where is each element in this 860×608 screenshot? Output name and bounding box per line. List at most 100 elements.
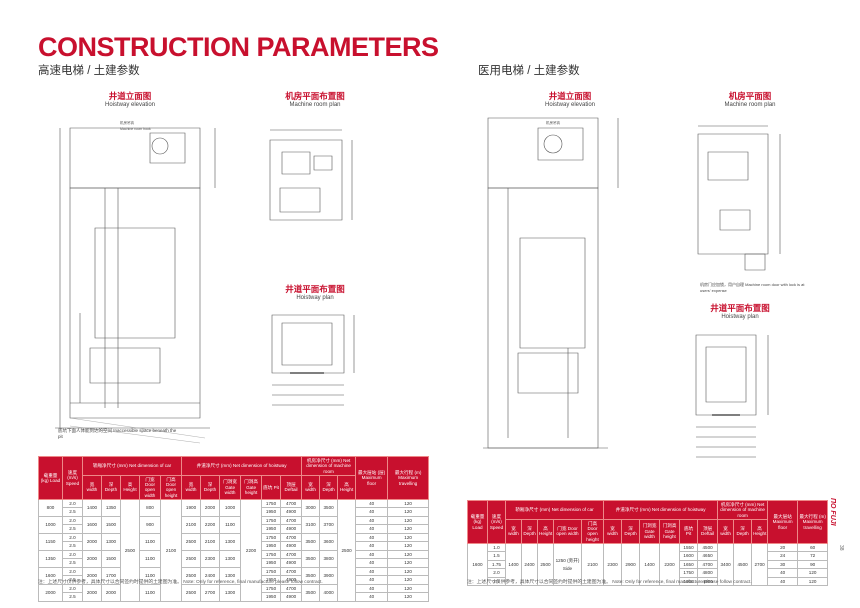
table-cell-hw: 2500 xyxy=(181,583,202,602)
table-cell-mw: 3500 xyxy=(301,532,321,551)
right-spec-table: 载重量 (kg) Load 速度 (m/s) Speed 轿厢净尺寸 (mm) … xyxy=(467,500,829,587)
table-cell-door_w: 900 xyxy=(139,515,161,534)
table-cell-top: 4900 xyxy=(280,507,303,517)
page-number: 38 xyxy=(838,545,844,551)
table-cell-top: 4700 xyxy=(697,559,719,570)
table-cell-speed: 2.0 xyxy=(62,515,83,526)
left-mr-heading: 机房平面布置图 Machine room plan xyxy=(255,90,375,108)
table-cell-top: 4650 xyxy=(697,551,719,561)
table-cell-md: 4000 xyxy=(319,583,339,602)
right-subheader-cell: 宽 width xyxy=(717,518,735,544)
right-elevation-title-en: Hoistway elevation xyxy=(544,102,596,108)
table-cell-top: 4900 xyxy=(280,524,303,534)
table-cell-floor: 30 xyxy=(767,559,799,570)
table-cell-pit: 1950 xyxy=(261,507,282,517)
table-cell-travel: 120 xyxy=(387,541,430,551)
right-th-floor: 最大层站 Maximum floor xyxy=(767,500,799,544)
table-cell-hd: 2300 xyxy=(200,549,221,568)
right-th-load: 载重量 (kg) Load xyxy=(467,500,488,544)
right-subheader-cell: 底坑 Pit xyxy=(679,518,699,544)
left-subheader-cell: 门宽 Door open width xyxy=(139,474,161,500)
table-cell-speed: 1.75 xyxy=(487,559,506,570)
table-cell-travel: 120 xyxy=(797,576,829,587)
right-subtitle: 医用电梯 / 土建参数 xyxy=(478,65,580,77)
table-cell-travel: 60 xyxy=(797,542,829,553)
left-subheader-cell: 高 Height xyxy=(337,474,357,500)
left-th-machine-room: 机房净尺寸 (mm) Net dimension of machine room xyxy=(301,456,357,476)
right-th-speed: 速度 (m/s) Speed xyxy=(487,500,506,544)
left-subheader-cell: 宽 width xyxy=(82,474,102,500)
table-cell-top: 4700 xyxy=(280,498,303,509)
table-cell-speed: 2.5 xyxy=(62,507,83,517)
table-cell-pit: 1950 xyxy=(261,558,282,568)
left-subheader-cell: 宽 width xyxy=(301,474,321,500)
table-cell-door_h: 2100 xyxy=(580,542,605,587)
table-cell-top: 4700 xyxy=(280,583,303,594)
right-hp-heading: 井道平面布置图 Hoistway plan xyxy=(685,302,795,320)
table-cell-gw: 1100 xyxy=(219,515,242,534)
brand-logo: ПО FUJI xyxy=(829,498,836,526)
right-subheader-cell: 门高 Door open height xyxy=(580,518,605,544)
table-cell-speed: 2.5 xyxy=(62,592,83,602)
left-subheader-cell: 深 Depth xyxy=(200,474,221,500)
table-cell-top: 4700 xyxy=(280,532,303,543)
table-cell-load: 800 xyxy=(38,498,63,517)
right-th-car: 轿厢净尺寸 (mm) Net dimension of car xyxy=(504,500,605,520)
left-th-hoistway: 井道净尺寸 (mm) Net dimension of hoistway xyxy=(181,456,303,476)
right-elevation-drawing: 机房吊钩 xyxy=(478,108,648,463)
table-cell-top: 4700 xyxy=(280,549,303,560)
left-hp-drawing xyxy=(262,305,372,425)
left-subheader-cell: 门洞高 Gate height xyxy=(240,474,263,500)
table-cell-hw: 2500 xyxy=(181,549,202,568)
left-hp-title-cn: 井道平面布置图 xyxy=(285,284,345,294)
table-cell-speed: 2.0 xyxy=(62,583,83,594)
table-cell-cd: 1500 xyxy=(101,515,121,534)
table-cell-pit: 1750 xyxy=(261,549,282,560)
table-cell-load: 2000 xyxy=(38,583,63,602)
table-cell-floor: 40 xyxy=(767,568,799,578)
left-elevation-heading: 井道立面图 Hoistway elevation xyxy=(60,90,200,108)
table-cell-cd: 1350 xyxy=(101,498,121,517)
table-cell-top: 4900 xyxy=(697,576,719,587)
table-cell-travel: 120 xyxy=(387,566,430,577)
left-subtitle: 高速电梯 / 土建参数 xyxy=(38,65,140,77)
table-cell-mw: 3400 xyxy=(717,542,735,587)
table-cell-door-height: 2100 xyxy=(159,498,183,602)
right-mr-title-en: Machine room plan xyxy=(724,102,776,108)
table-cell-pit: 1750 xyxy=(679,568,699,578)
table-cell-speed: 1.5 xyxy=(487,551,506,561)
table-cell-cw: 2000 xyxy=(82,583,102,602)
table-cell-mr-height: 2500 xyxy=(337,498,357,602)
table-cell-car-height: 2500 xyxy=(120,498,140,602)
table-cell-speed: 2.0 xyxy=(62,549,83,560)
right-hp-drawing xyxy=(690,325,800,470)
right-mr-heading: 机房平面图 Machine room plan xyxy=(695,90,805,108)
table-cell-hw: 2100 xyxy=(181,515,202,534)
right-subheader-cell: 深 Depth xyxy=(733,518,753,544)
table-cell-travel: 120 xyxy=(387,583,430,594)
right-mr-note: 机房门应加锁，用户自理 Machine room door with lock … xyxy=(700,282,805,293)
left-subheader-cell: 高 Height xyxy=(120,474,140,500)
left-elevation-title-en: Hoistway elevation xyxy=(104,102,156,108)
left-subheader-cell: 门高 Door open height xyxy=(159,474,183,500)
page-title: CONSTRUCTION PARAMETERS xyxy=(38,32,439,62)
table-cell-door_w: 1250 (旁开) Side xyxy=(553,542,582,587)
table-cell-speed: 2.5 xyxy=(62,558,83,568)
table-cell-md: 3500 xyxy=(319,498,339,517)
table-cell-md: 4500 xyxy=(733,542,753,587)
left-subheader-cell: 顶层 Deftail xyxy=(280,474,303,500)
left-hp-heading: 井道平面布置图 Hoistway plan xyxy=(255,283,375,301)
table-cell-travel: 120 xyxy=(797,568,829,578)
table-cell-floor: 40 xyxy=(355,566,389,577)
table-cell-door_w: 800 xyxy=(139,498,161,517)
right-elevation-title-cn: 井道立面图 xyxy=(548,91,592,101)
table-cell-gw: 1300 xyxy=(219,583,242,602)
table-cell-speed: 1.0 xyxy=(487,542,506,553)
table-cell-md: 3700 xyxy=(319,515,339,534)
